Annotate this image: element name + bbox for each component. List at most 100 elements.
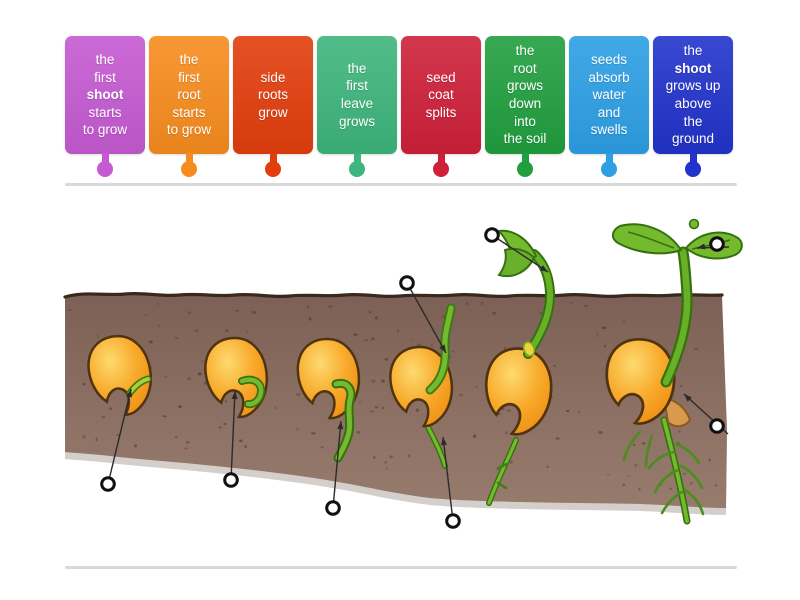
split-seed-coat [662, 396, 692, 428]
label-text-line: to grow [166, 122, 212, 138]
label-text-line: leave [340, 96, 374, 111]
answer-marker[interactable] [484, 227, 549, 273]
label-anchor-dot [265, 161, 281, 177]
labels-divider-line [65, 183, 737, 186]
label-text-line: seed [426, 69, 456, 85]
label-text-line: grows [338, 113, 375, 129]
folded-leaf-lower [497, 247, 536, 277]
label-stem [437, 153, 445, 164]
label-stem [521, 153, 529, 164]
bottom-divider-line [65, 566, 737, 569]
marker-drop-circle[interactable] [445, 513, 461, 529]
label-text-line: grow [258, 104, 288, 120]
leaf-bud [522, 341, 536, 357]
marker-arrow-icon [126, 389, 133, 398]
label-text-line: to grow [82, 122, 128, 138]
label-text-line: coat [428, 87, 454, 103]
marker-arrow-icon [440, 437, 447, 446]
label-stem [689, 153, 697, 164]
label-text-line: seeds [590, 52, 628, 68]
answer-marker[interactable] [399, 275, 447, 354]
answer-marker[interactable] [100, 388, 133, 492]
marker-pointer-line [230, 390, 236, 481]
root-barbs [496, 462, 509, 490]
label-text-line: splits [425, 104, 457, 120]
label-text-line: into [514, 113, 536, 129]
label-text-line: the [179, 52, 199, 68]
label-text-line: side [260, 69, 286, 85]
marker-arrow-icon [539, 265, 548, 272]
label-text-line: down [508, 96, 542, 111]
answer-marker[interactable] [683, 393, 729, 435]
label-text-line: grows [506, 78, 543, 94]
label-text-line: starts [172, 104, 206, 120]
marker-drop-circle[interactable] [399, 275, 415, 291]
left-leaf-vein [627, 231, 675, 249]
label-text-line: shoot [86, 87, 124, 103]
marker-pointer-line [107, 388, 132, 485]
marker-drop-circle[interactable] [223, 472, 239, 488]
marker-pointer-line [332, 420, 342, 509]
label-text-line: first [346, 78, 368, 94]
label-text-line: root [177, 87, 201, 103]
ground-surface-line [63, 291, 724, 299]
label-stem [353, 153, 361, 164]
marker-drop-circle[interactable] [709, 236, 725, 252]
marker-arrow-icon [231, 391, 238, 400]
label-anchor-dot [433, 161, 449, 177]
label-text-line: roots [257, 87, 288, 103]
label-text-line: above [674, 96, 712, 111]
label-card-first-leave-grows[interactable]: the first leave grows [317, 36, 397, 154]
label-stem [269, 153, 277, 164]
side-roots [622, 430, 705, 516]
label-text-line: absorb [588, 69, 630, 85]
marker-drop-circle[interactable] [325, 500, 341, 516]
marker-pointer-line [406, 282, 447, 354]
label-stem [101, 153, 109, 164]
label-card-wrap: the first leave grows [317, 36, 397, 177]
answer-marker[interactable] [440, 436, 461, 529]
label-text-line: the [683, 113, 703, 129]
marker-arrow-icon [684, 394, 692, 402]
marker-pointer-line [442, 436, 454, 522]
label-text-line: the [347, 60, 367, 76]
label-text-line: the soil [503, 131, 547, 147]
label-text-line: and [597, 104, 621, 120]
marker-drop-circle[interactable] [484, 227, 500, 243]
seed-stage-5 [479, 229, 557, 506]
marker-arrow-icon [439, 344, 446, 353]
seed-stage-6 [601, 218, 743, 525]
label-text-line: water [592, 87, 626, 103]
marker-pointer-line [491, 234, 549, 273]
label-text-line: the [683, 43, 703, 59]
growth-bud [688, 218, 700, 230]
marker-drop-circle[interactable] [709, 418, 725, 434]
label-anchor-dot [685, 161, 701, 177]
answer-marker[interactable] [696, 236, 730, 252]
left-leaf [612, 223, 683, 255]
answer-markers-layer [100, 227, 730, 529]
marker-arrow-icon [697, 243, 706, 250]
marker-drop-circle[interactable] [100, 476, 116, 492]
answer-marker[interactable] [223, 390, 239, 488]
answer-marker[interactable] [325, 420, 344, 516]
label-text-line: first [178, 69, 200, 85]
label-text-line: root [513, 60, 537, 76]
marker-arrow-icon [337, 421, 344, 430]
